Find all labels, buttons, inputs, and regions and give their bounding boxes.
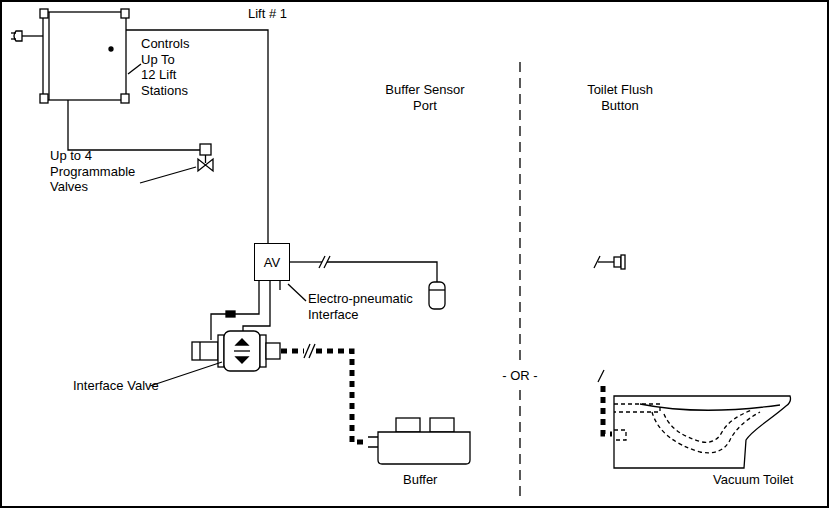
pneumatic-lines-stroke: [288, 284, 306, 301]
pneumatic-lines: [211, 281, 306, 340]
pneumatic-lines-stroke: [243, 281, 270, 334]
buffer-tank-stroke: [368, 437, 378, 447]
power-plug-stroke: [22, 35, 43, 36]
vacuum-hose-stroke: [316, 351, 368, 442]
control-panel-stroke: [48, 12, 49, 100]
vacuum-hose: [281, 344, 368, 442]
vacuum-toilet-stroke: [614, 430, 626, 440]
leader-line: [128, 64, 141, 74]
buffer-tank: [368, 418, 470, 464]
buffer-tank-stroke: [430, 418, 454, 432]
sensor-line-stroke: [327, 262, 437, 282]
programmable-valve-stroke: [200, 144, 211, 155]
flush-button-stroke: [598, 261, 614, 262]
flush-button: [594, 255, 625, 269]
toilet-hose-stroke: [598, 370, 604, 382]
interface-valve-stroke: [266, 343, 280, 359]
vacuum-toilet-stroke: [664, 410, 752, 442]
vacuum-toilet-stroke: [614, 404, 660, 412]
control-panel: [40, 9, 129, 103]
control-panel-stroke: [121, 9, 129, 18]
control-panel-stroke: [121, 94, 129, 103]
lift-wire-stroke: [126, 30, 268, 243]
programmable-valve-stroke: [140, 167, 196, 183]
callout-label: Toilet Flush Button: [580, 82, 660, 113]
pneumatic-lines-stroke: [226, 311, 235, 317]
toilet-hose-stroke: [603, 386, 612, 434]
vacuum-toilet-stroke: [614, 396, 791, 468]
control-panel-stroke: [40, 94, 48, 103]
leader-line-stroke: [128, 64, 141, 74]
interface-box: AV: [254, 243, 290, 281]
interface-valve-stroke: [236, 357, 248, 363]
buffer-tank-stroke: [396, 418, 420, 432]
callout-label: Buffer Sensor Port: [385, 82, 465, 113]
interface-valve-stroke: [192, 342, 218, 360]
control-panel-stroke: [109, 47, 113, 51]
box-label: AV: [264, 255, 280, 270]
interface-valve-stroke: [236, 339, 248, 345]
programmable-valve-stroke: [205, 155, 206, 163]
divider-line-stroke: [519, 62, 520, 362]
interface-valve-stroke: [199, 342, 200, 360]
interface-valve-stroke: [234, 350, 250, 351]
callout-label: Interface Valve: [73, 378, 159, 394]
flush-button-stroke: [614, 257, 621, 267]
vacuum-hose-stroke: [309, 344, 315, 358]
divider-line-stroke: [519, 390, 520, 500]
power-plug-stroke: [11, 32, 16, 33]
sensor-line-stroke: [290, 261, 322, 262]
buffer-tank-stroke: [378, 432, 470, 464]
power-plug: [11, 31, 43, 41]
vacuum-hose-stroke: [304, 344, 310, 358]
callout-label: Electro-pneumatic Interface: [308, 291, 426, 322]
sensor-line-stroke: [429, 282, 445, 309]
interface-valve-stroke: [224, 331, 260, 371]
interface-valve-stroke: [260, 335, 266, 367]
callout-label: Lift # 1: [248, 6, 287, 22]
vacuum-hose-stroke: [281, 349, 304, 354]
sensor-line-stroke: [319, 256, 325, 268]
control-panel-stroke: [43, 12, 126, 100]
divider-label: - OR -: [494, 368, 546, 384]
divider-line: [519, 62, 520, 500]
vacuum-toilet: [614, 396, 791, 468]
toilet-hose: [598, 370, 612, 434]
pneumatic-lines-stroke: [279, 281, 280, 290]
vacuum-toilet-stroke: [640, 404, 780, 410]
lift-wire: [126, 30, 268, 243]
callout-label: Controls Up To 12 Lift Stations: [141, 36, 192, 98]
interface-valve-stroke: [150, 362, 222, 386]
interface-valve: [150, 331, 280, 386]
control-panel-stroke: [40, 9, 48, 18]
sensor-line-stroke: [429, 289, 445, 290]
power-plug-stroke: [11, 38, 16, 39]
flush-button-stroke: [621, 255, 625, 269]
callout-label: Buffer: [403, 472, 437, 488]
programmable-valve-stroke: [68, 100, 200, 150]
vacuum-toilet-stroke: [652, 412, 760, 453]
callout-label: Vacuum Toilet: [713, 472, 793, 488]
programmable-valve-stroke: [198, 159, 213, 171]
callout-label: Up to 4 Programmable Valves: [50, 148, 138, 195]
